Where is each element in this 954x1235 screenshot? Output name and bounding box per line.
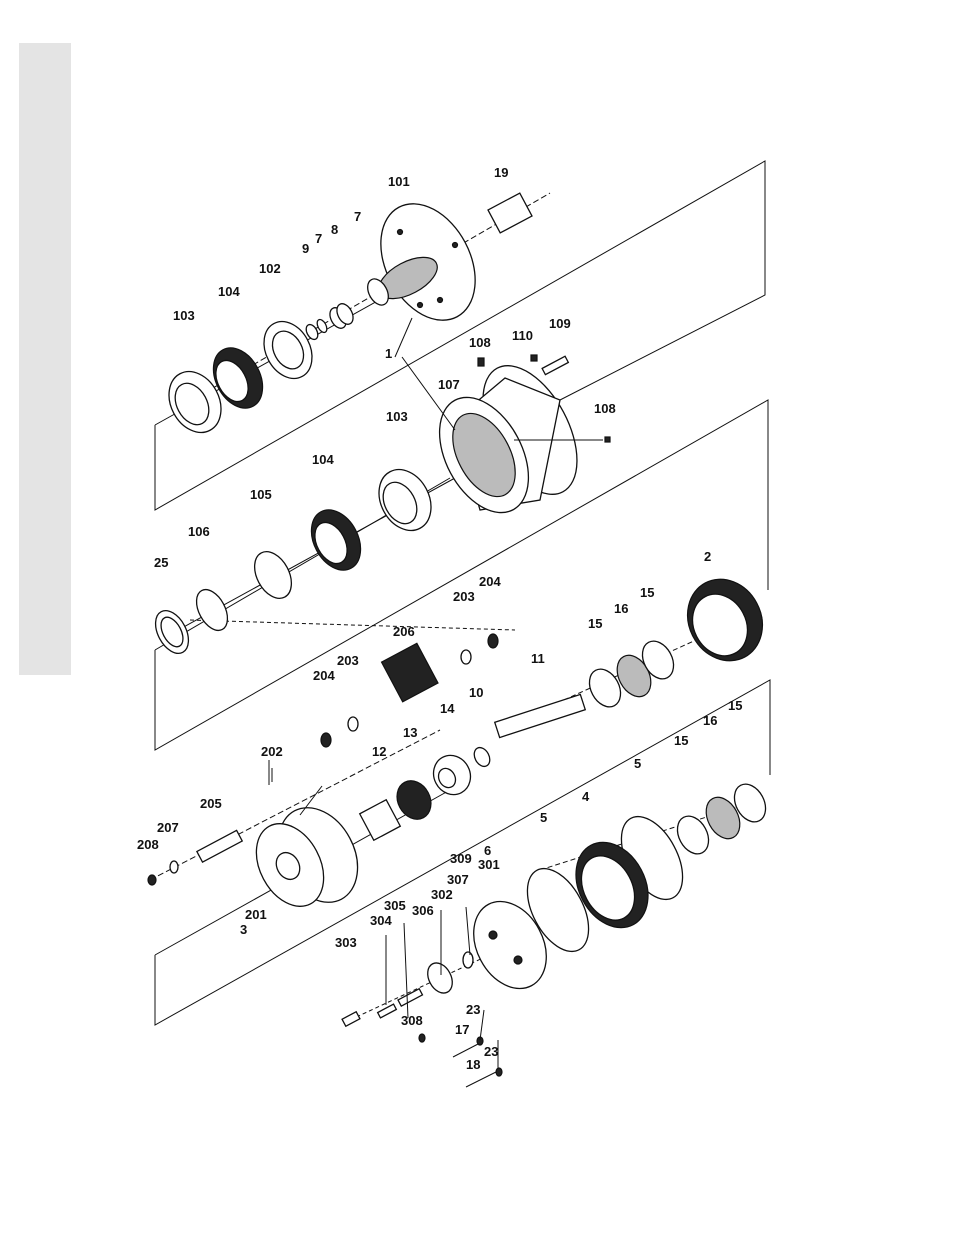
callout-6: 6	[484, 843, 491, 858]
part-10-ring	[471, 745, 493, 769]
part-103-cup-b	[369, 460, 441, 539]
callout-8: 8	[331, 222, 338, 237]
callout-308: 308	[401, 1013, 423, 1028]
callout-104: 104	[312, 452, 334, 467]
callout-301: 301	[478, 857, 500, 872]
callout-7: 7	[315, 231, 322, 246]
callout-103: 103	[173, 308, 195, 323]
callout-104: 104	[218, 284, 240, 299]
callout-16: 16	[614, 601, 628, 616]
parts-15-16-washers-b	[671, 779, 772, 859]
callout-107: 107	[438, 377, 460, 392]
part-101-hub-flange	[362, 188, 494, 337]
part-25-seal	[149, 605, 195, 659]
callout-15: 15	[728, 698, 742, 713]
callout-304: 304	[370, 913, 392, 928]
part-11-shaft	[495, 694, 586, 737]
callout-13: 13	[403, 725, 417, 740]
callout-17: 17	[455, 1022, 469, 1037]
callout-201: 201	[245, 907, 267, 922]
callout-206: 206	[393, 624, 415, 639]
callout-7: 7	[354, 209, 361, 224]
callout-202: 202	[261, 744, 283, 759]
part-2-ring-gear	[673, 566, 776, 674]
callout-16: 16	[703, 713, 717, 728]
part-106-snap-ring	[190, 584, 234, 635]
callout-108: 108	[594, 401, 616, 416]
callout-19: 19	[494, 165, 508, 180]
callout-15: 15	[640, 585, 654, 600]
callout-109: 109	[549, 316, 571, 331]
parts-7-8-9-spring-set	[304, 301, 357, 341]
part-19-pin	[488, 193, 532, 233]
callout-10: 10	[469, 685, 483, 700]
callout-305: 305	[384, 898, 406, 913]
part-13-gear	[390, 775, 437, 825]
part-12-sleeve	[360, 800, 401, 841]
part-206-gear	[382, 643, 438, 702]
callout-11: 11	[531, 651, 545, 666]
callout-101: 101	[388, 174, 410, 189]
part-14-spacer	[427, 749, 478, 801]
callout-103: 103	[386, 409, 408, 424]
callout-25: 25	[154, 555, 168, 570]
callout-102: 102	[259, 261, 281, 276]
callout-9: 9	[302, 241, 309, 256]
callout-2: 2	[704, 549, 711, 564]
part-205-pin	[197, 830, 242, 862]
callout-203: 203	[337, 653, 359, 668]
callout-106: 106	[188, 524, 210, 539]
callout-108: 108	[469, 335, 491, 350]
callout-207: 207	[157, 820, 179, 835]
part-104-bearing-b	[302, 501, 371, 578]
callout-12: 12	[372, 744, 386, 759]
callout-204: 204	[479, 574, 501, 589]
callout-15: 15	[588, 616, 602, 631]
parts-301-309-cover-fittings	[423, 952, 473, 997]
callout-15: 15	[674, 733, 688, 748]
part-201-carrier	[243, 794, 373, 918]
callout-203: 203	[453, 589, 475, 604]
callout-205: 205	[200, 796, 222, 811]
callout-302: 302	[431, 887, 453, 902]
callout-307: 307	[447, 872, 469, 887]
callout-204: 204	[313, 668, 335, 683]
callout-105: 105	[250, 487, 272, 502]
part-105-ring	[247, 545, 299, 604]
callout-303: 303	[335, 935, 357, 950]
callout-23: 23	[466, 1002, 480, 1017]
parts-15-16-washers-a	[583, 636, 680, 712]
callout-208: 208	[137, 837, 159, 852]
callout-14: 14	[440, 701, 455, 716]
callout-3: 3	[240, 922, 247, 937]
callout-5: 5	[540, 810, 547, 825]
callout-23: 23	[484, 1044, 498, 1059]
callout-1: 1	[385, 346, 392, 361]
callout-309: 309	[450, 851, 472, 866]
callout-306: 306	[412, 903, 434, 918]
callout-4: 4	[582, 789, 590, 804]
callout-5: 5	[634, 756, 641, 771]
callout-18: 18	[466, 1057, 480, 1072]
callout-110: 110	[512, 328, 533, 343]
